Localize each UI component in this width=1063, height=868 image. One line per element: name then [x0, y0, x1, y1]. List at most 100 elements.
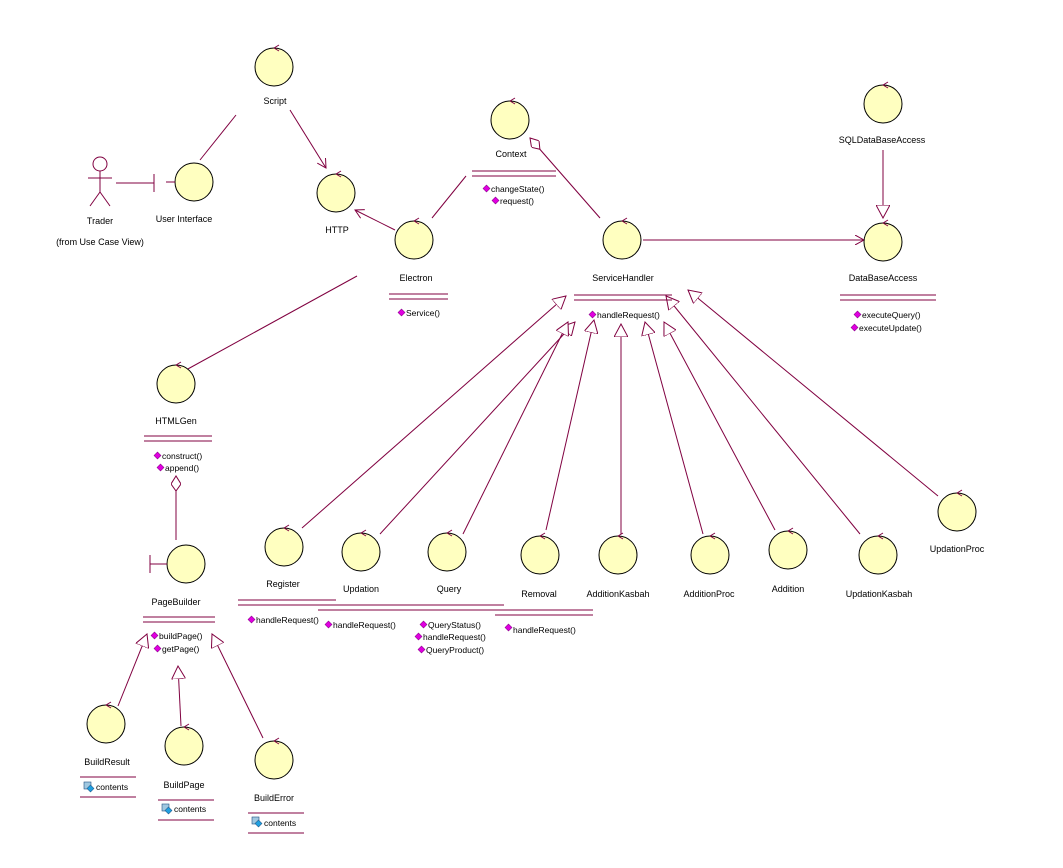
query-op-0: QueryStatus() — [428, 620, 481, 630]
class-addition[interactable]: Addition — [768, 527, 808, 594]
operation-icon — [504, 623, 513, 632]
build-page-label: BuildPage — [163, 780, 204, 790]
operation-icon — [324, 620, 333, 629]
removal-gen — [545, 320, 594, 531]
ui-script-link — [199, 114, 237, 161]
http-label: HTTP — [325, 225, 349, 235]
script-http-link — [289, 109, 326, 168]
updation-op-0: handleRequest() — [333, 620, 396, 630]
page-builder-op-1: getPage() — [162, 644, 199, 654]
class-service-handler[interactable]: ServiceHandler handleRequest() — [574, 217, 672, 320]
control-icon — [394, 220, 434, 260]
updation-kasbah-label: UpdationKasbah — [846, 589, 913, 599]
context-op-0: changeState() — [491, 184, 545, 194]
htmlgen-op-1: append() — [165, 463, 199, 473]
operation-icon — [247, 615, 256, 624]
trader-note: (from Use Case View) — [56, 237, 144, 247]
updationproc-gen — [688, 290, 939, 497]
class-sql-db-access[interactable]: SQLDataBaseAccess — [839, 81, 926, 145]
operation-icon — [850, 323, 859, 332]
db-access-op-0: executeQuery() — [862, 310, 921, 320]
additionproc-gen — [645, 322, 704, 535]
htmlgen-label: HTMLGen — [155, 416, 197, 426]
control-icon — [264, 527, 304, 567]
class-updation-proc[interactable]: UpdationProc — [930, 489, 985, 554]
operation-icon — [414, 632, 423, 641]
operation-icon — [588, 310, 597, 319]
script-label: Script — [263, 96, 287, 106]
class-build-error[interactable]: BuildError contents — [248, 737, 304, 834]
operation-icon — [491, 196, 500, 205]
boundary-icon — [174, 162, 214, 202]
operation-icon — [150, 631, 159, 640]
control-icon — [490, 100, 530, 140]
addition-kasbah-label: AdditionKasbah — [586, 589, 649, 599]
class-http[interactable]: HTTP — [316, 170, 356, 235]
context-op-1: request() — [500, 196, 534, 206]
class-htmlgen[interactable]: HTMLGen construct() append() — [144, 361, 212, 473]
query-op-2: QueryProduct() — [426, 645, 484, 655]
class-user-interface[interactable]: User Interface — [156, 162, 214, 224]
control-icon — [427, 532, 467, 572]
control-icon — [156, 364, 196, 404]
register-gen — [301, 296, 566, 529]
db-access-label: DataBaseAccess — [849, 273, 918, 283]
electron-htmlgen-link — [185, 275, 358, 371]
updation-gen — [379, 322, 575, 535]
class-updation-kasbah[interactable]: UpdationKasbah — [846, 532, 913, 599]
class-addition-proc[interactable]: AdditionProc — [683, 532, 735, 599]
handler-context-aggregation — [530, 138, 601, 219]
control-icon — [602, 220, 642, 260]
control-icon — [863, 222, 903, 262]
service-handler-label: ServiceHandler — [592, 273, 654, 283]
electron-label: Electron — [399, 273, 432, 283]
addition-gen — [664, 322, 776, 531]
class-page-builder[interactable]: PageBuilder buildPage() getPage() — [143, 544, 215, 654]
class-electron[interactable]: Electron Service() — [389, 217, 448, 318]
class-build-page[interactable]: BuildPage contents — [158, 723, 214, 821]
class-removal[interactable]: Removal handleRequest() — [495, 532, 593, 635]
control-icon — [316, 173, 356, 213]
updation-proc-label: UpdationProc — [930, 544, 985, 554]
htmlgen-op-0: construct() — [162, 451, 202, 461]
class-build-result[interactable]: BuildResult contents — [80, 701, 136, 798]
class-script[interactable]: Script — [254, 44, 294, 106]
control-icon — [254, 47, 294, 87]
addition-proc-label: AdditionProc — [683, 589, 735, 599]
query-label: Query — [437, 584, 462, 594]
control-icon — [937, 492, 977, 532]
control-icon — [341, 532, 381, 572]
build-result-label: BuildResult — [84, 757, 130, 767]
register-label: Register — [266, 579, 300, 589]
control-icon — [768, 530, 808, 570]
operation-icon — [417, 645, 426, 654]
query-gen — [462, 322, 568, 535]
actor-trader[interactable]: Trader (from Use Case View) — [56, 156, 144, 247]
operation-icon — [153, 644, 162, 653]
build-error-label: BuildError — [254, 793, 294, 803]
control-icon — [690, 535, 730, 575]
sql-db-access-label: SQLDataBaseAccess — [839, 135, 926, 145]
control-icon — [254, 740, 294, 780]
electron-http-link — [355, 210, 396, 231]
class-context[interactable]: Context changeState() request() — [472, 97, 556, 206]
removal-label: Removal — [521, 589, 557, 599]
operation-icon — [419, 620, 428, 629]
boundary-icon — [166, 544, 206, 584]
page-builder-label: PageBuilder — [151, 597, 200, 607]
class-addition-kasbah[interactable]: AdditionKasbah — [586, 532, 650, 599]
electron-op-0: Service() — [406, 308, 440, 318]
class-db-access[interactable]: DataBaseAccess executeQuery() executeUpd… — [840, 219, 936, 333]
updation-label: Updation — [343, 584, 379, 594]
control-icon — [86, 704, 126, 744]
context-label: Context — [495, 149, 527, 159]
control-icon — [858, 535, 898, 575]
class-query[interactable]: Query QueryStatus() handleRequest() Quer… — [400, 529, 504, 655]
operation-icon — [153, 451, 162, 460]
build-result-attr-0: contents — [96, 782, 128, 792]
class-register[interactable]: Register handleRequest() — [238, 524, 336, 625]
class-updation[interactable]: Updation handleRequest() — [318, 529, 414, 630]
control-icon — [598, 535, 638, 575]
buildpage-gen — [178, 666, 181, 727]
